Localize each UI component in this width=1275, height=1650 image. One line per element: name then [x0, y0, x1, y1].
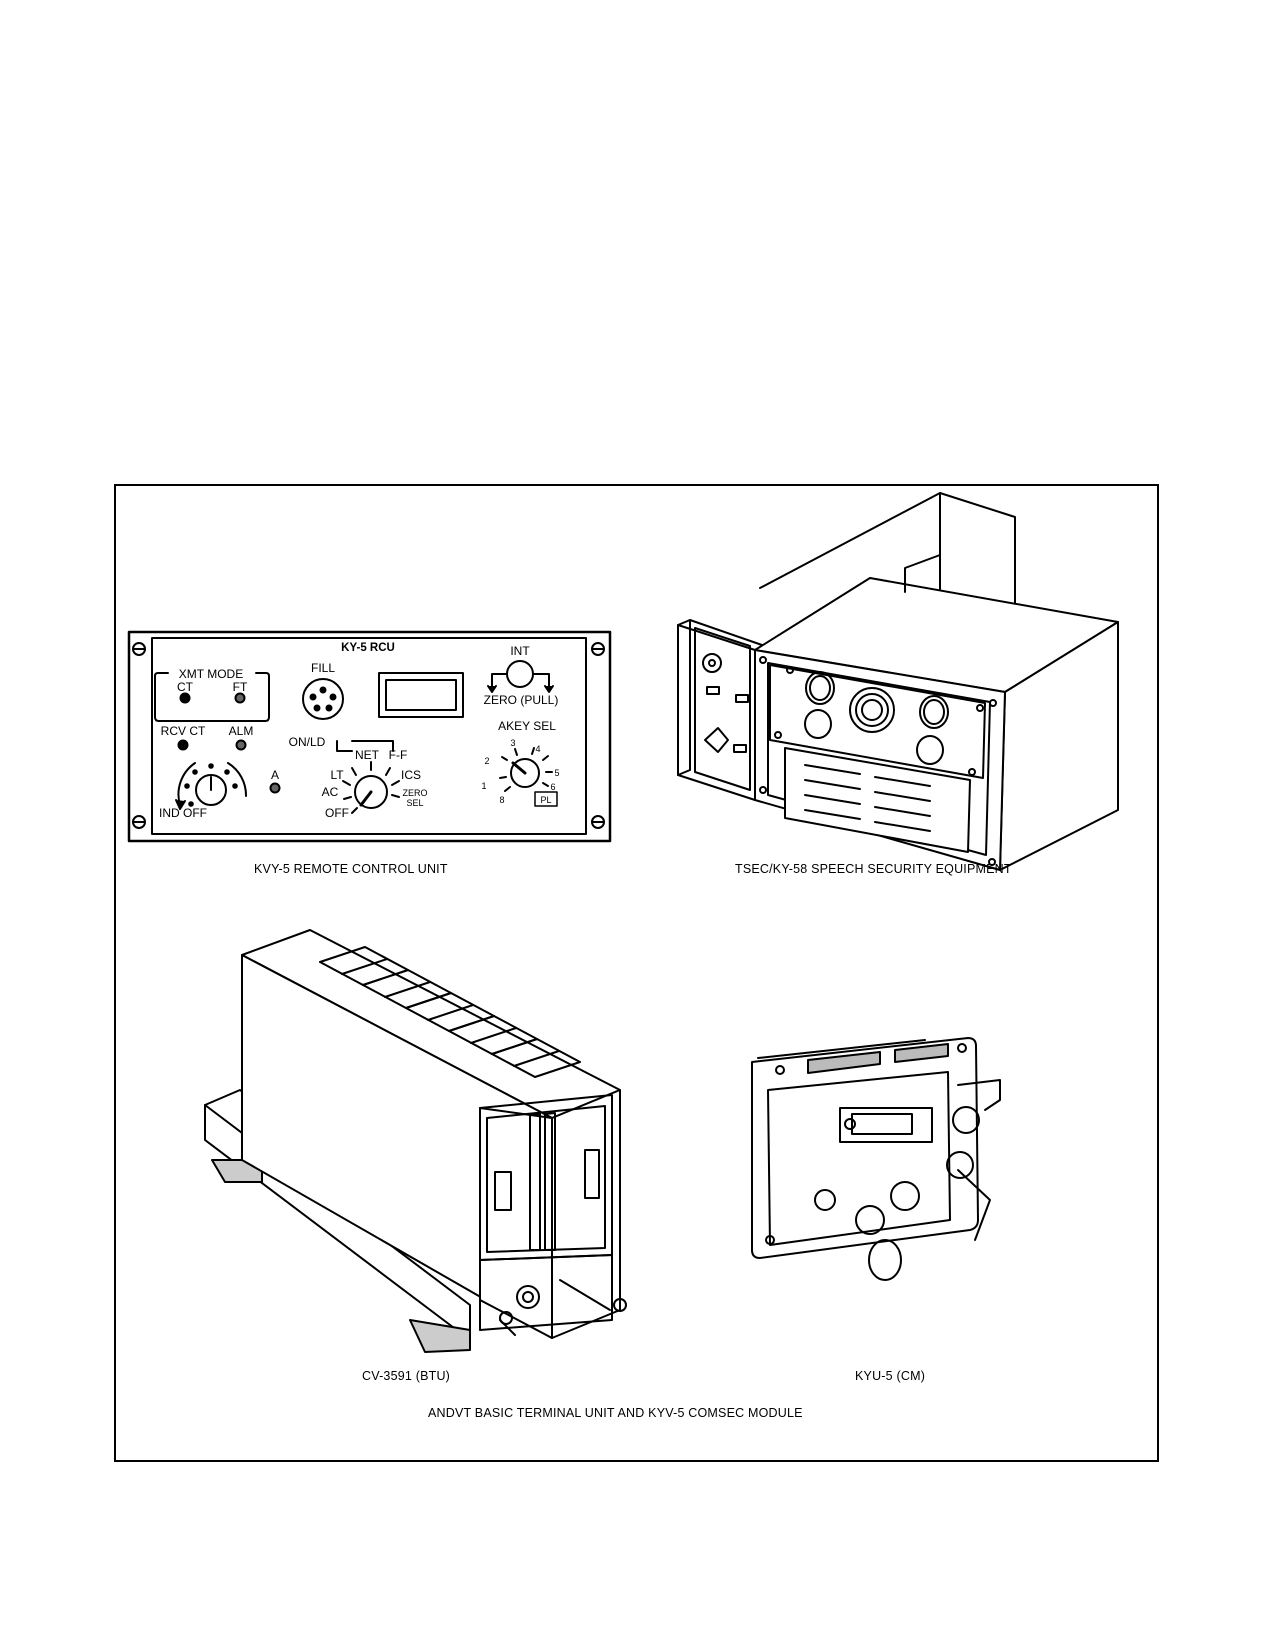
rcu-ac-label: AC — [322, 785, 339, 799]
btu-drawing — [204, 929, 627, 1353]
caption-ky58: TSEC/KY-58 SPEECH SECURITY EQUIPMENT — [735, 862, 1012, 876]
rcu-panel-drawing — [127, 630, 612, 843]
screw-icon — [132, 642, 146, 656]
rcu-sel-label: SEL — [406, 798, 423, 808]
rcu-pos-4: 4 — [535, 744, 540, 754]
rcu-off-label: OFF — [325, 806, 349, 820]
rcu-int-label: INT — [510, 644, 530, 658]
caption-cv3591-btu: CV-3591 (BTU) — [362, 1369, 451, 1383]
ky58-drawing — [677, 492, 1119, 871]
rcu-pos-8: 8 — [499, 795, 504, 805]
rcu-alm-label: ALM — [229, 724, 254, 738]
screw-icon — [591, 642, 605, 656]
rcu-a-label: A — [271, 768, 279, 782]
rcu-pos-1: 1 — [481, 781, 486, 791]
rcu-on-ld-label: ON/LD — [289, 735, 326, 749]
rcu-zero-label: ZERO — [402, 788, 427, 798]
kyu5-drawing — [751, 1037, 1001, 1281]
rcu-lt-label: LT — [330, 768, 344, 782]
rcu-pos-5: 5 — [554, 768, 559, 778]
screw-icon — [132, 815, 146, 829]
rcu-pos-3: 3 — [510, 738, 515, 748]
rcu-ct-label: CT — [177, 680, 194, 694]
figure-caption: ANDVT BASIC TERMINAL UNIT AND KYV-5 COMS… — [428, 1406, 803, 1420]
rcu-ind-off-label: IND OFF — [159, 806, 207, 820]
rcu-fill-label: FILL — [311, 661, 335, 675]
rcu-zero-pull-label: ZERO (PULL) — [484, 693, 559, 707]
rcu-ff-label: F-F — [389, 748, 408, 762]
figure-frame — [114, 484, 1159, 1462]
rcu-rcv-ct-label: RCV CT — [161, 724, 206, 738]
screw-icon — [591, 815, 605, 829]
rcu-pos-2: 2 — [484, 756, 489, 766]
caption-kvy5-rcu: KVY-5 REMOTE CONTROL UNIT — [254, 862, 448, 876]
rcu-title: KY-5 RCU — [341, 642, 395, 654]
rcu-pl-label: PL — [540, 795, 551, 805]
caption-kyu5-cm: KYU-5 (CM) — [855, 1369, 926, 1383]
rcu-net-label: NET — [355, 748, 380, 762]
rcu-xmt-mode-label: XMT MODE — [179, 667, 243, 681]
rcu-ics-label: ICS — [401, 768, 421, 782]
rcu-akey-sel-label: AKEY SEL — [498, 719, 556, 733]
rcu-ft-label: FT — [233, 680, 248, 694]
rcu-pos-6: 6 — [550, 782, 555, 792]
